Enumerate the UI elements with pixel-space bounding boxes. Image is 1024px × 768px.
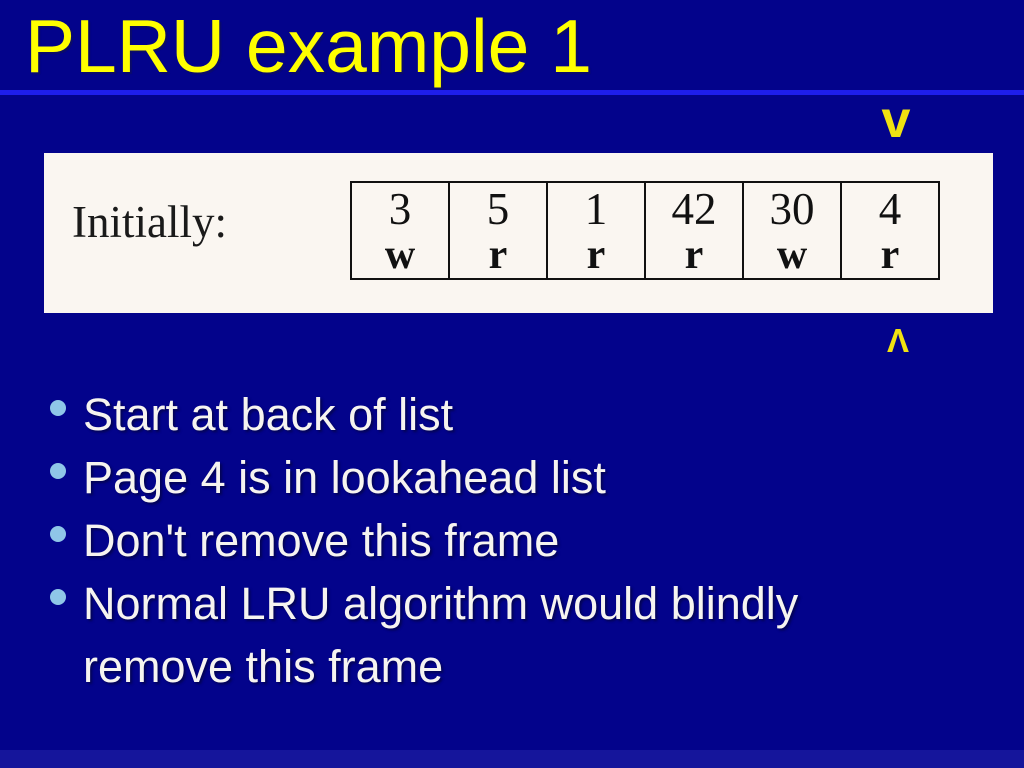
- frame-op-flag: r: [684, 231, 704, 278]
- list-item: Normal LRU algorithm would blindly: [44, 572, 984, 635]
- initial-state-figure: Initially: 3 w 5 r 1 r 42 r: [44, 153, 993, 313]
- frame-op-flag: w: [384, 231, 416, 278]
- frame-cell-3: 42 r: [644, 181, 744, 280]
- frame-page-number: 3: [388, 183, 412, 234]
- list-item: Don't remove this frame: [44, 509, 984, 572]
- bullet-dot-icon: [50, 526, 66, 542]
- frame-op-flag: r: [880, 231, 900, 278]
- bullet-dot-icon: [50, 463, 66, 479]
- frame-op-flag: w: [776, 231, 808, 278]
- frame-cell-1: 5 r: [448, 181, 548, 280]
- list-item: Page 4 is in lookahead list: [44, 446, 984, 509]
- frame-page-number: 30: [769, 183, 815, 234]
- table-row: 3 w 5 r 1 r 42 r 30 w: [350, 181, 940, 280]
- back-of-list-pointer-down-icon: v: [881, 91, 911, 149]
- bullet-dot-icon: [50, 589, 66, 605]
- bullet-text: Page 4 is in lookahead list: [83, 452, 606, 503]
- page-frame-table: 3 w 5 r 1 r 42 r 30 w: [350, 181, 940, 280]
- frame-op-flag: r: [586, 231, 606, 278]
- bullet-text: Don't remove this frame: [83, 515, 560, 566]
- bullet-text: Normal LRU algorithm would blindly: [83, 578, 799, 629]
- frame-page-number: 4: [878, 183, 902, 234]
- bullet-dot-icon: [50, 400, 66, 416]
- frame-page-number: 42: [671, 183, 717, 234]
- bottom-accent-strip: [0, 750, 1024, 768]
- frame-cell-0: 3 w: [350, 181, 450, 280]
- lookahead-pointer-up-icon: Λ: [886, 322, 909, 359]
- bullet-text: Start at back of list: [83, 389, 454, 440]
- bullet-text-wrapped: remove this frame: [83, 641, 444, 692]
- slide-title: PLRU example 1: [25, 4, 592, 88]
- frame-page-number: 1: [584, 183, 608, 234]
- title-underline-rule: [0, 90, 1024, 95]
- initially-label: Initially:: [72, 197, 227, 247]
- list-item: Start at back of list: [44, 383, 984, 446]
- list-item-continuation: remove this frame: [44, 635, 984, 698]
- frame-page-number: 5: [486, 183, 510, 234]
- frame-op-flag: r: [488, 231, 508, 278]
- frame-cell-2: 1 r: [546, 181, 646, 280]
- frame-cell-4: 30 w: [742, 181, 842, 280]
- bullet-list: Start at back of list Page 4 is in looka…: [44, 383, 984, 698]
- frame-cell-5: 4 r: [840, 181, 940, 280]
